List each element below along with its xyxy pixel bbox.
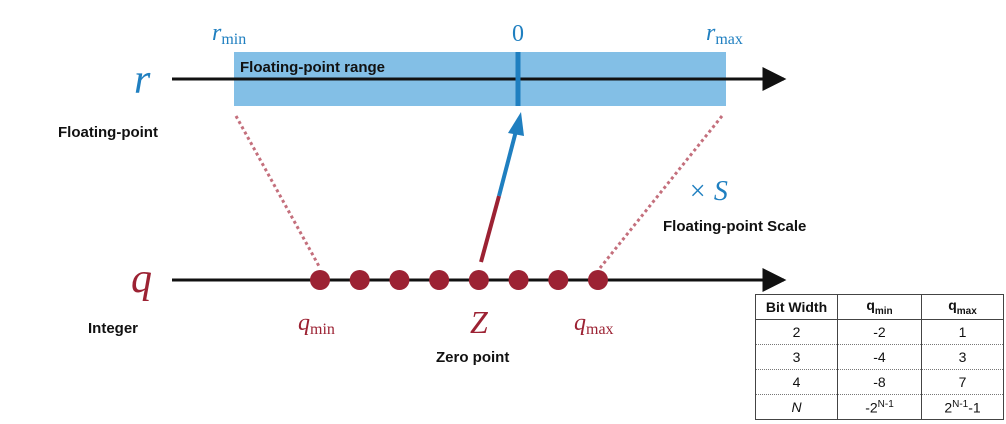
r-variable-label: r (134, 57, 151, 103)
floating-point-range-label: Floating-point range (240, 59, 385, 76)
right-projection-line (598, 115, 724, 269)
qmax-cell: 3 (921, 344, 1004, 370)
integer-caption: Integer (88, 320, 138, 337)
r-max-label: rmax (706, 20, 743, 48)
bits-cell: 4 (755, 369, 838, 395)
bits-cell: 3 (755, 344, 838, 370)
integer-dot (389, 270, 410, 290)
bits-cell: 2 (755, 319, 838, 345)
zero-label: 0 (512, 21, 524, 47)
qmin-cell: -2 (837, 319, 922, 345)
qmin-header: qmin (837, 294, 922, 320)
integer-dot (548, 270, 569, 290)
r-min-label: rmin (212, 20, 246, 48)
qmin-cell: -8 (837, 369, 922, 395)
bits-cell: N (755, 394, 838, 420)
scale-symbol: × S (688, 176, 728, 207)
integer-dots (310, 270, 608, 290)
qmax-cell: 1 (921, 319, 1004, 345)
table-row: 3 -4 3 (755, 344, 1004, 370)
q-max-label: qmax (574, 310, 614, 338)
integer-dot (508, 270, 529, 290)
table-row: 4 -8 7 (755, 369, 1004, 395)
zero-point-arrow-head (508, 112, 524, 136)
bit-width-table: Bit Width qmin qmax 2 -2 1 3 -4 3 4 -8 7… (755, 294, 1004, 420)
integer-dot (468, 270, 489, 290)
zero-point-caption: Zero point (436, 349, 509, 366)
integer-dot (588, 270, 608, 290)
integer-dot (349, 270, 370, 290)
table-header-row: Bit Width qmin qmax (755, 294, 1004, 320)
qmin-cell: -4 (837, 344, 922, 370)
zero-point-z-label: Z (470, 304, 489, 340)
scale-caption: Floating-point Scale (663, 218, 806, 235)
integer-dot (429, 270, 450, 290)
table-formula-row: N -2N-1 2N-1-1 (755, 394, 1004, 420)
qmax-cell: 7 (921, 369, 1004, 395)
floating-point-caption: Floating-point (58, 124, 158, 141)
q-variable-label: q (131, 256, 152, 302)
table-row: 2 -2 1 (755, 319, 1004, 345)
qmin-formula-cell: -2N-1 (837, 394, 922, 420)
zero-point-arrow-blue (497, 130, 518, 197)
q-min-label: qmin (298, 310, 335, 338)
qmax-formula-cell: 2N-1-1 (921, 394, 1004, 420)
bit-width-header: Bit Width (755, 294, 838, 320)
zero-point-arrow-red (479, 195, 501, 263)
left-projection-line (234, 115, 322, 269)
qmax-header: qmax (921, 294, 1004, 320)
integer-dot (310, 270, 330, 290)
